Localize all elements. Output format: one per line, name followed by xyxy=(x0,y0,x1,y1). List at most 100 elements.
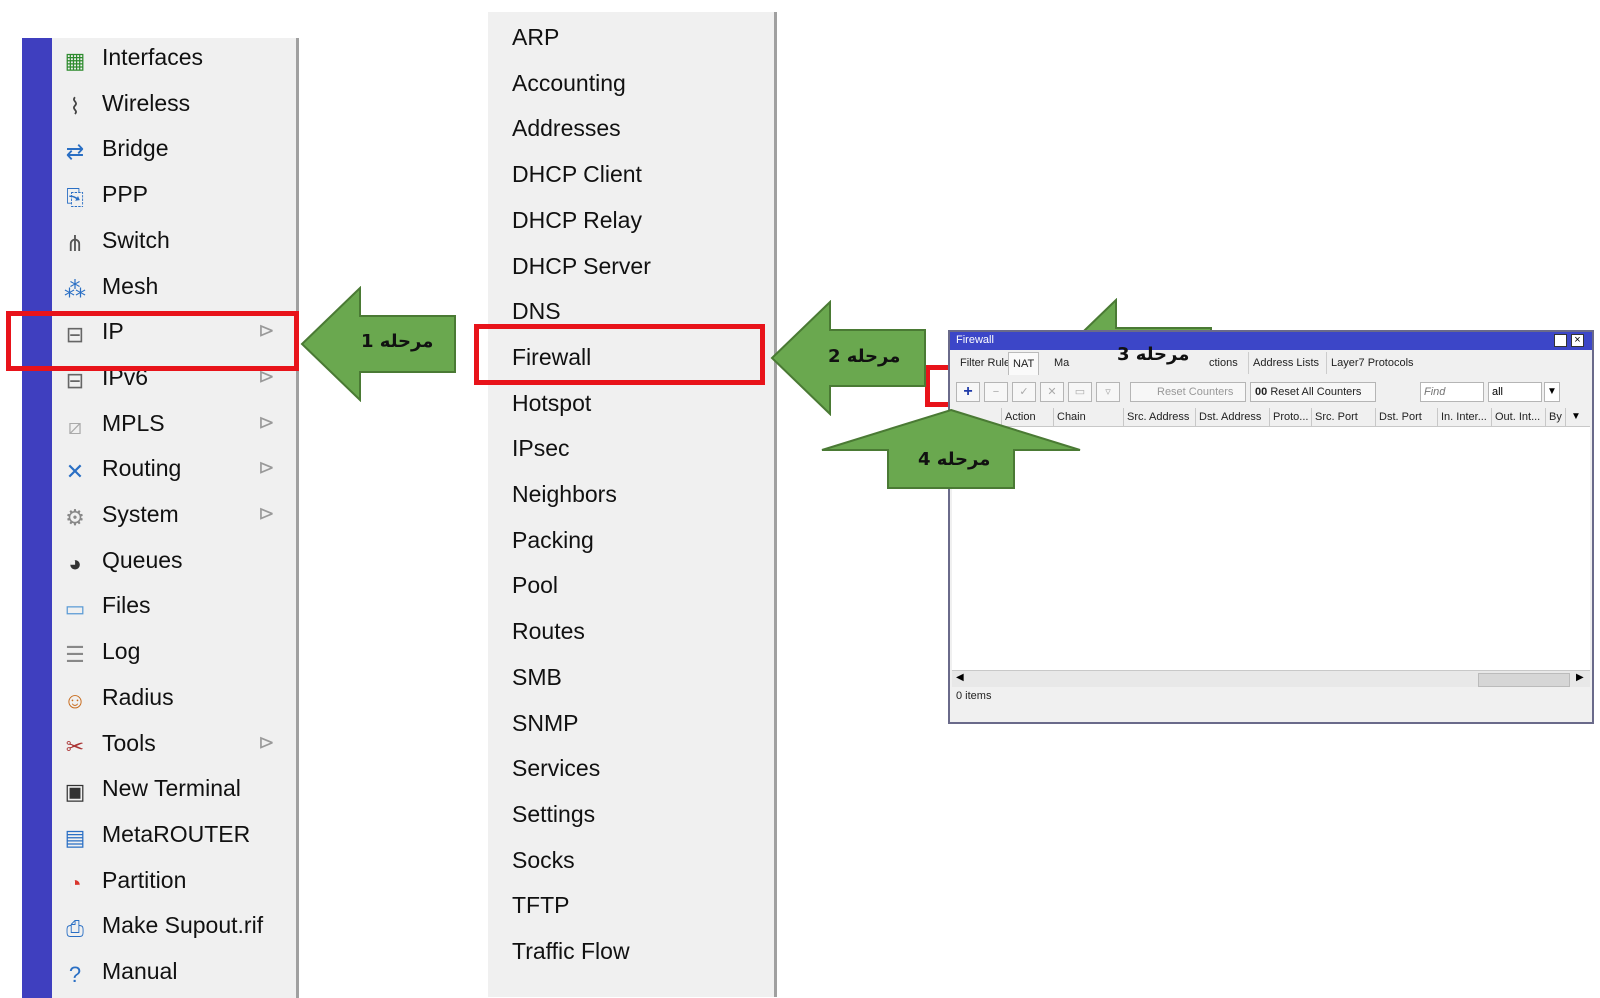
scroll-right-icon[interactable]: ▶ xyxy=(1576,672,1584,683)
menu-item-ip[interactable]: ⊟IP⊳ xyxy=(22,312,290,358)
tab-mangle[interactable]: Ma xyxy=(1054,357,1070,369)
menu-item-label: Tools xyxy=(102,729,156,756)
add-button[interactable]: + xyxy=(956,382,980,402)
metarouter-icon: ▤ xyxy=(64,824,86,850)
submenu-item-pool[interactable]: Pool xyxy=(512,572,559,599)
column-header-chain[interactable]: Chain xyxy=(1054,408,1124,426)
menu-item-ppp[interactable]: ⎘PPP xyxy=(22,175,290,221)
column-header-bytes[interactable]: By xyxy=(1546,408,1566,426)
submenu-item-services[interactable]: Services xyxy=(512,755,601,782)
filter-button[interactable]: ▿ xyxy=(1096,382,1120,402)
submenu-item-dhcp-server[interactable]: DHCP Server xyxy=(512,252,651,279)
supout-icon: ⎙ xyxy=(66,916,84,942)
column-header-protocol[interactable]: Proto... xyxy=(1270,408,1312,426)
menu-item-mesh[interactable]: ⁂Mesh xyxy=(22,267,290,313)
submenu-item-dhcp-relay[interactable]: DHCP Relay xyxy=(512,206,642,233)
reset-all-counters-label: Reset All Counters xyxy=(1270,386,1362,398)
filter-select[interactable]: all xyxy=(1488,382,1542,402)
scrollbar-thumb[interactable] xyxy=(1478,673,1570,687)
submenu-item-neighbors[interactable]: Neighbors xyxy=(512,481,617,507)
interfaces-icon: ▦ xyxy=(64,48,86,73)
submenu-item-accounting[interactable]: Accounting xyxy=(512,69,626,96)
submenu-item-snmp[interactable]: SNMP xyxy=(512,709,579,736)
submenu-item-ipsec[interactable]: IPsec xyxy=(512,435,570,462)
rules-list[interactable] xyxy=(952,426,1590,671)
submenu-item-smb[interactable]: SMB xyxy=(512,663,562,690)
menu-item-label: Files xyxy=(102,592,151,619)
remove-button[interactable]: − xyxy=(984,382,1008,402)
disable-button[interactable]: ✕ xyxy=(1040,382,1064,402)
menu-item-mpls[interactable]: ⧄MPLS⊳ xyxy=(22,404,290,450)
menu-item-bridge[interactable]: ⇄Bridge xyxy=(22,129,290,175)
close-icon[interactable]: × xyxy=(1571,334,1584,347)
submenu-item-dns[interactable]: DNS xyxy=(512,298,561,325)
menu-item-system[interactable]: ⚙System⊳ xyxy=(22,495,290,541)
submenu-item-hotspot[interactable]: Hotspot xyxy=(512,389,592,416)
maximize-icon[interactable] xyxy=(1554,334,1567,347)
tab-address-lists[interactable]: Address Lists xyxy=(1248,352,1323,374)
step2-arrow xyxy=(770,300,926,416)
menu-item-radius[interactable]: ☺Radius xyxy=(22,678,290,724)
step4-label: مرحله 4 xyxy=(918,449,991,470)
menu-item-routing[interactable]: ✕Routing⊳ xyxy=(22,449,290,495)
menu-item-wireless[interactable]: ⌇Wireless xyxy=(22,84,290,130)
tab-nat[interactable]: NAT xyxy=(1008,352,1040,375)
main-menu xyxy=(22,38,299,998)
comment-button[interactable]: ▭ xyxy=(1068,382,1092,402)
menu-item-files[interactable]: ▭ Files xyxy=(22,586,290,632)
status-text: 0 items xyxy=(956,690,992,702)
tab-layer7-protocols[interactable]: Layer7 Protocols xyxy=(1326,352,1418,374)
reset-all-counters-button[interactable]: 00 Reset All Counters xyxy=(1250,382,1376,402)
tab-connections[interactable]: ctions xyxy=(1209,357,1238,369)
submenu-item-firewall[interactable]: Firewall xyxy=(512,343,592,370)
queues-icon: ◕ xyxy=(68,550,82,576)
submenu-item-socks[interactable]: Socks xyxy=(512,846,575,873)
submenu-arrow-icon: ⊳ xyxy=(258,365,275,388)
submenu-item-routes[interactable]: Routes xyxy=(512,618,585,645)
menu-item-make-supout-rif[interactable]: ⎙ Make Supout.rif xyxy=(22,906,290,952)
column-header-src-address[interactable]: Src. Address xyxy=(1124,408,1196,426)
menu-item-interfaces[interactable]: ▦Interfaces xyxy=(22,38,290,84)
tab-filter-rules[interactable]: Filter Rules xyxy=(960,357,1016,369)
column-header-in-interface[interactable]: In. Inter... xyxy=(1438,408,1492,426)
bridge-icon: ⇄ xyxy=(65,139,85,165)
reset-counters-label: Reset Counters xyxy=(1157,386,1234,398)
menu-item-label: Make Supout.rif xyxy=(102,912,264,939)
title-bar: Firewall × xyxy=(950,332,1592,350)
column-header-src-port[interactable]: Src. Port xyxy=(1312,408,1376,426)
menu-item-log[interactable]: ☰Log xyxy=(22,632,290,678)
column-header-dst-address[interactable]: Dst. Address xyxy=(1196,408,1270,426)
column-header-dst-port[interactable]: Dst. Port xyxy=(1376,408,1438,426)
enable-button[interactable]: ✓ xyxy=(1012,382,1036,402)
submenu-arrow-icon: ⊳ xyxy=(258,411,275,434)
reset-counters-button[interactable]: Reset Counters xyxy=(1130,382,1246,402)
columns-menu-icon[interactable]: ▼ xyxy=(1571,411,1581,422)
horizontal-scrollbar[interactable]: ◀ ▶ xyxy=(952,670,1590,687)
menu-item-metarouter[interactable]: ▤MetaROUTER xyxy=(22,815,290,861)
submenu-item-arp[interactable]: ARP xyxy=(512,24,560,50)
submenu-arrow-icon: ⊳ xyxy=(258,731,275,754)
menu-item-partition[interactable]: ◔Partition xyxy=(22,861,290,907)
submenu-item-addresses[interactable]: Addresses xyxy=(512,115,621,142)
submenu-item-dhcp-client[interactable]: DHCP Client xyxy=(512,161,642,188)
menu-item-switch[interactable]: ⋔Switch xyxy=(22,221,290,267)
scroll-left-icon[interactable]: ◀ xyxy=(956,672,964,683)
chevron-down-icon[interactable]: ▼ xyxy=(1544,382,1560,402)
submenu-item-traffic-flow[interactable]: Traffic Flow xyxy=(512,938,630,964)
column-header-action[interactable]: Action xyxy=(1002,408,1054,426)
submenu-item-settings[interactable]: Settings xyxy=(512,800,596,827)
mpls-icon: ⧄ xyxy=(68,413,82,439)
menu-item-label: New Terminal xyxy=(102,775,241,802)
menu-item-queues[interactable]: ◕Queues xyxy=(22,541,290,587)
menu-item-tools[interactable]: ✂Tools⊳ xyxy=(22,724,290,770)
menu-item-manual[interactable]: ?Manual xyxy=(22,952,290,998)
highlight-firewall-item xyxy=(474,324,765,385)
submenu-item-tftp[interactable]: TFTP xyxy=(512,892,570,919)
submenu-item-packing[interactable]: Packing xyxy=(512,526,594,553)
column-header-out-interface[interactable]: Out. Int... xyxy=(1492,408,1546,426)
menu-item-new-terminal[interactable]: ▣New Terminal xyxy=(22,769,290,815)
wireless-icon: ⌇ xyxy=(69,93,81,119)
find-input[interactable] xyxy=(1420,382,1484,402)
files-icon: ▭ xyxy=(64,596,86,622)
menu-item-label: PPP xyxy=(102,181,149,208)
